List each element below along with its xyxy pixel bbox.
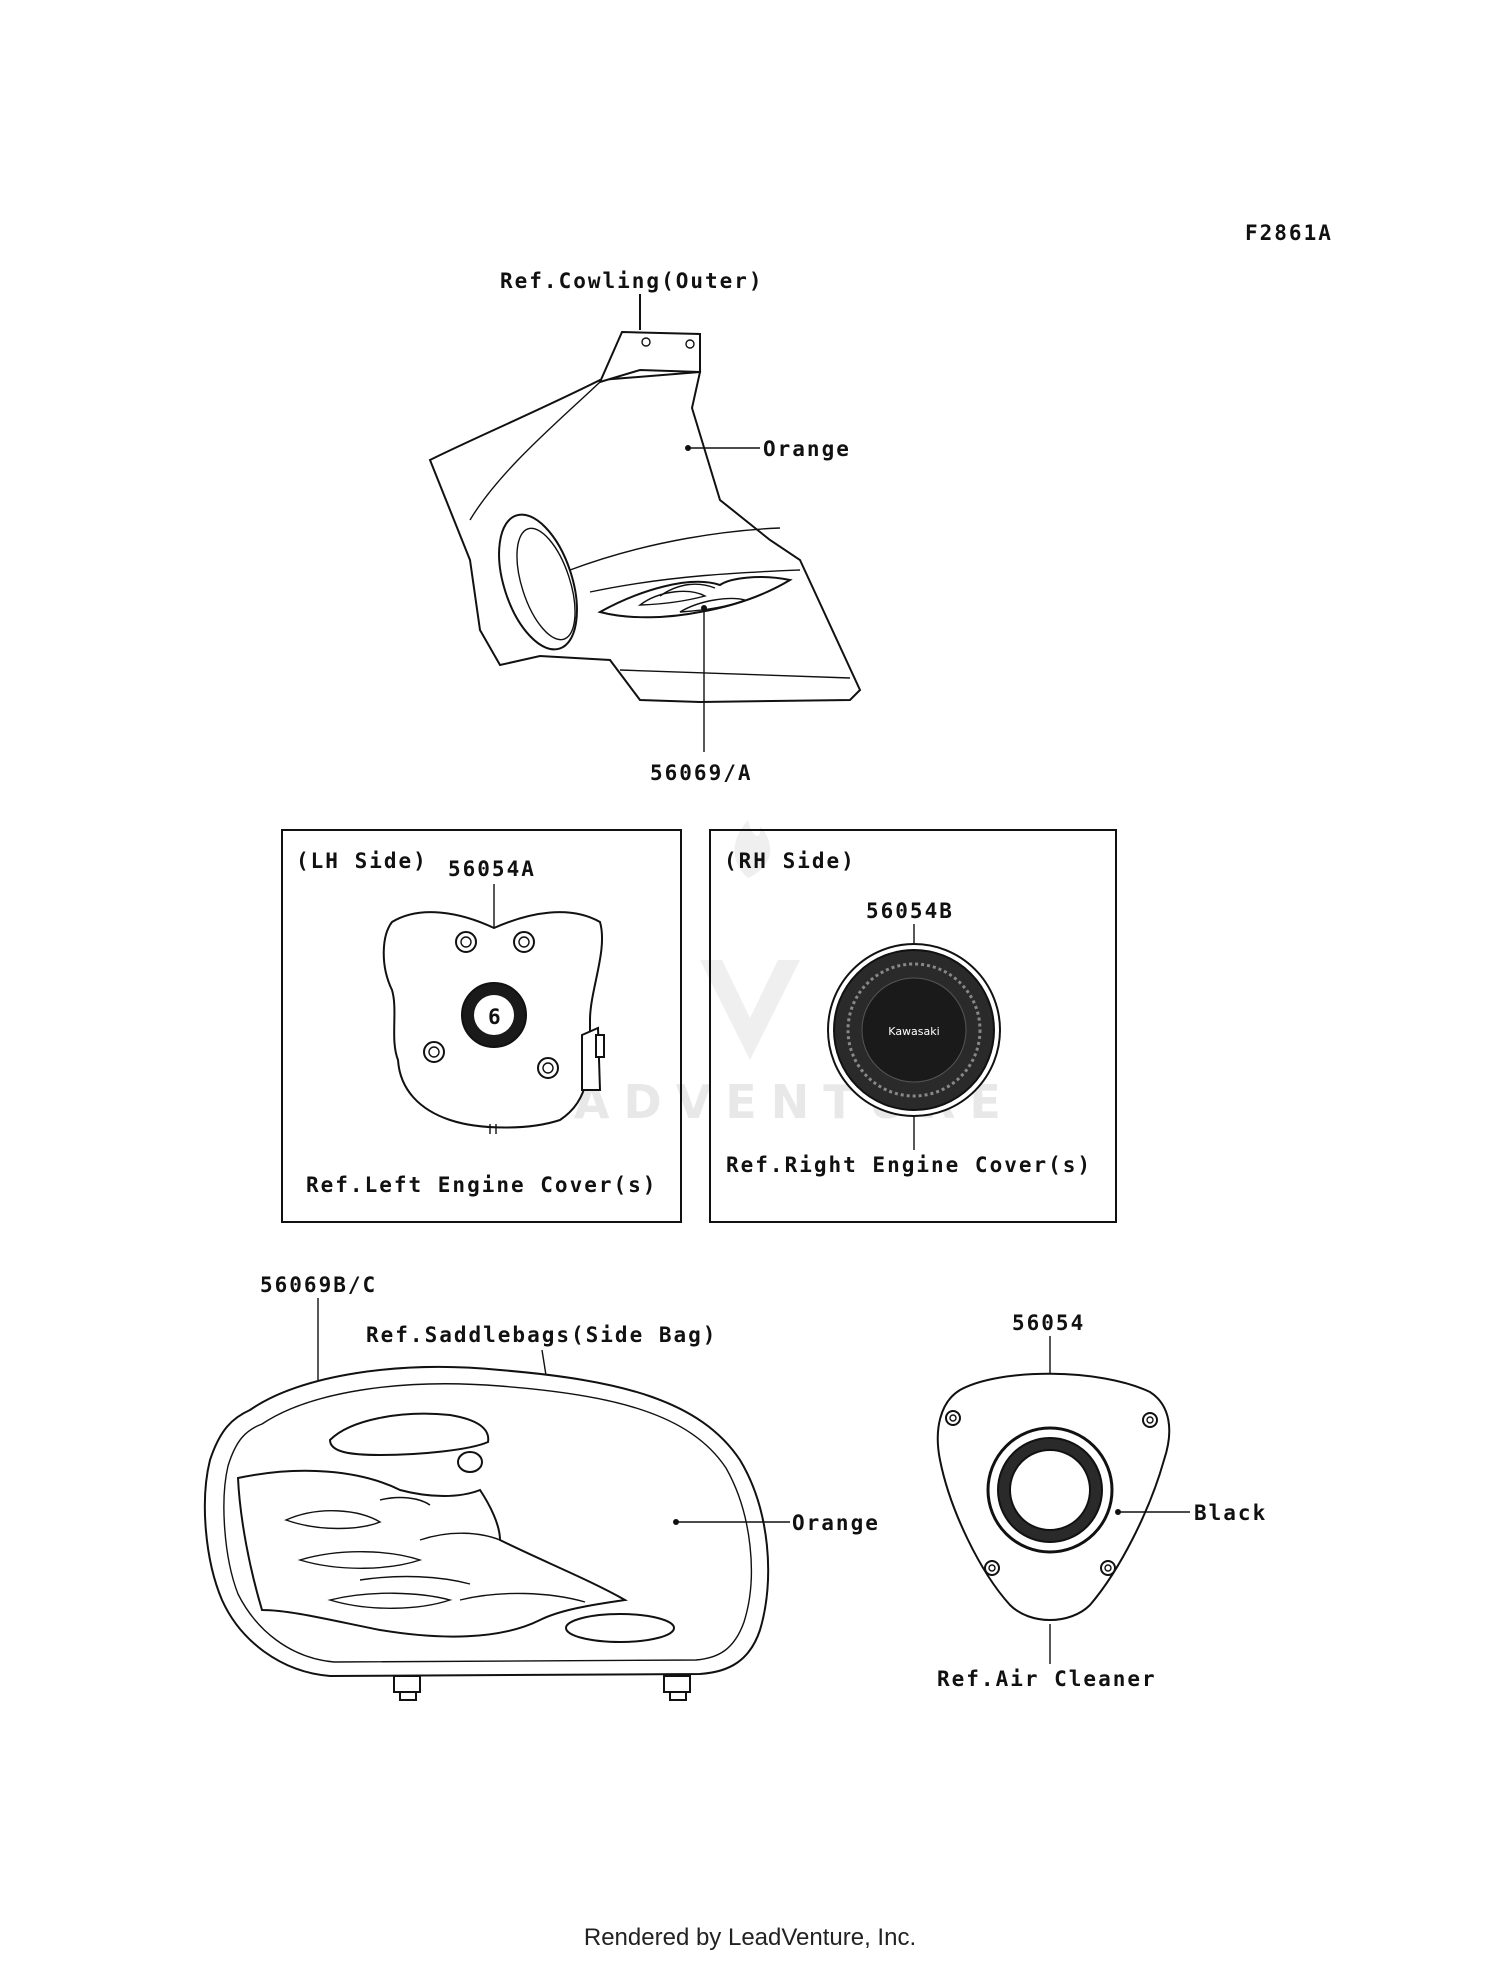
saddlebag-ref-label: Ref.Saddlebags(Side Bag)	[366, 1323, 717, 1347]
cowling-flame-decal	[597, 576, 793, 619]
air-cleaner-group: 56054 Black Ref.Air Cleaner	[936, 1311, 1267, 1691]
saddlebag-color-label: Orange	[792, 1511, 880, 1535]
saddlebag-inner-rim	[223, 1383, 752, 1663]
rh-side-label: (RH Side)	[724, 849, 856, 873]
lh-part-number: 56054A	[448, 857, 536, 881]
saddlebag-lid-dot	[457, 1451, 483, 1473]
kawasaki-emblem: Kawasaki	[827, 943, 1001, 1117]
air-cleaner-part-number: 56054	[1012, 1311, 1085, 1335]
cowling-ref-label: Ref.Cowling(Outer)	[500, 269, 764, 293]
figure-code: F2861A	[1245, 221, 1333, 245]
saddlebag-latches	[393, 1675, 691, 1701]
cowling-part-number: 56069/A	[650, 761, 753, 785]
cowling-crease	[589, 569, 801, 593]
cowling-mount-hole	[685, 339, 695, 349]
left-cover-bolts	[423, 931, 559, 1079]
lh-panel-frame	[281, 829, 682, 1223]
watermark-v-icon	[700, 960, 800, 1060]
cowling-upper-surface	[469, 381, 601, 521]
lh-side-label: (LH Side)	[296, 849, 428, 873]
cowling-color-label: Orange	[763, 437, 851, 461]
cowling-crease	[569, 527, 781, 571]
rh-ref-label: Ref.Right Engine Cover(s)	[726, 1153, 1092, 1177]
rh-part-number: 56054B	[866, 899, 954, 923]
cowling-body	[428, 370, 862, 704]
watermark-flame-icon	[734, 820, 771, 878]
saddlebag-oval-emblem	[565, 1613, 675, 1643]
left-engine-cover-tab-slot	[595, 1034, 605, 1058]
saddlebag-flame-decal	[236, 1469, 629, 1638]
six-speed-emblem: 6	[461, 982, 527, 1048]
air-cleaner-bolts	[945, 1410, 1158, 1576]
rh-side-panel: (RH Side) 56054B Kawasaki Ref.Right Engi…	[709, 829, 1117, 1223]
cowling-mount-hole	[641, 337, 651, 347]
air-cleaner-color-label: Black	[1194, 1501, 1267, 1525]
rh-panel-frame	[709, 829, 1117, 1223]
saddlebag-part-number: 56069B/C	[260, 1273, 377, 1297]
cowling-opening	[498, 513, 578, 651]
cowling-mount-bracket	[598, 330, 701, 384]
cowling-lower-edge	[619, 669, 851, 679]
footer-credit: Rendered by LeadVenture, Inc.	[584, 1924, 916, 1951]
cowling-opening-inner	[516, 527, 576, 641]
cowling-group: Ref.Cowling(Outer) Orange 56069/A	[428, 269, 862, 785]
lh-side-panel: (LH Side) 56054A 6 Ref.Left Engine Cover…	[281, 829, 682, 1223]
lh-ref-label: Ref.Left Engine Cover(s)	[306, 1173, 657, 1197]
kawasaki-emblem-text: Kawasaki	[888, 1025, 939, 1038]
six-speed-emblem-number: 6	[488, 1005, 503, 1029]
saddlebag-group: 56069B/C Ref.Saddlebags(Side Bag)	[203, 1273, 880, 1701]
saddlebag-lid-hump	[328, 1412, 490, 1457]
air-cleaner-ref-label: Ref.Air Cleaner	[937, 1667, 1157, 1691]
v-twin-emblem	[986, 1426, 1114, 1554]
